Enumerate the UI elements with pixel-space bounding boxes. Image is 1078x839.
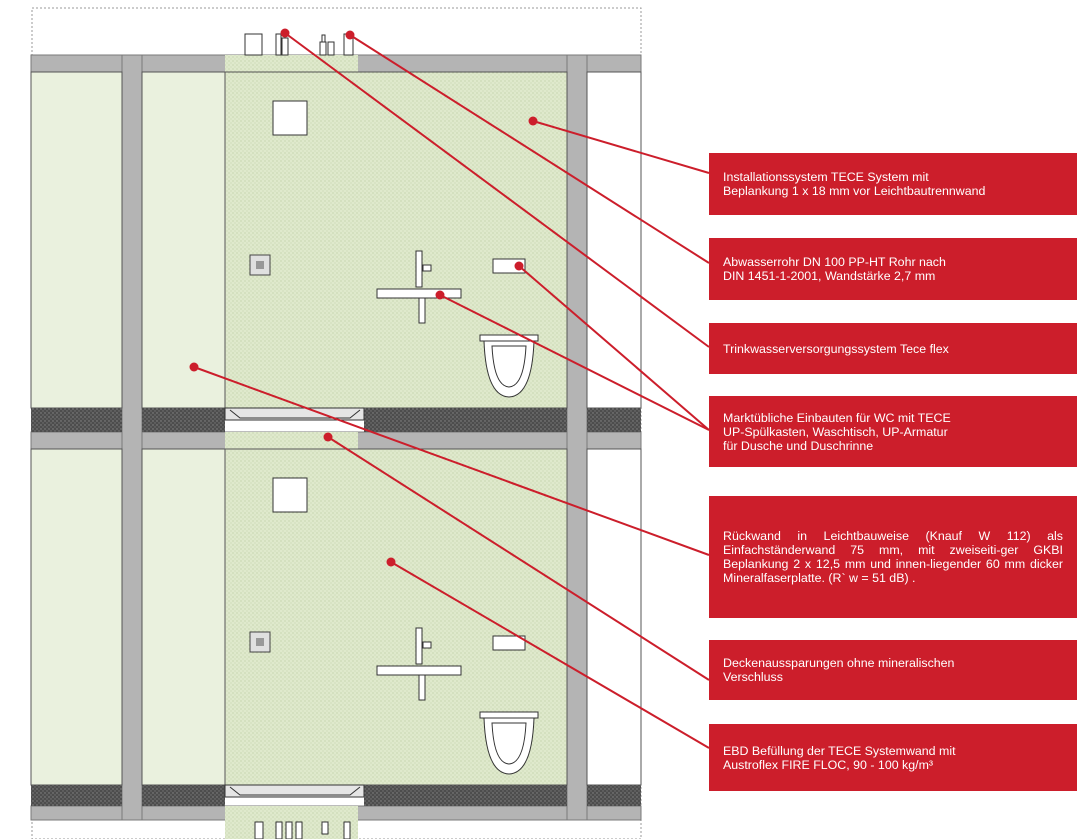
- washbasin: [376, 250, 462, 324]
- callout-text: EBD Befüllung der TECE Systemwand mit Au…: [723, 743, 956, 772]
- callout-text: Deckenaussparungen ohne mineralischen Ve…: [723, 656, 955, 684]
- callout-text: Installationssystem TECE System mit Bepl…: [723, 170, 986, 198]
- installation-wall: [225, 432, 358, 449]
- leader-lines: [193, 32, 710, 749]
- back-wall-panel: [30, 448, 123, 786]
- end-wall-panel: [586, 448, 642, 786]
- leader-line-dots: [189, 28, 538, 567]
- callout-ceiling-openings: Deckenaussparungen ohne mineralischen Ve…: [709, 640, 1077, 700]
- shower-mixer: [249, 254, 271, 276]
- callout-drinking-water: Trinkwasserversorgungssystem Tece flex: [709, 323, 1077, 374]
- flush-plate: [272, 100, 308, 136]
- callout-waste-pipe: Abwasserrohr DN 100 PP-HT Rohr nach DIN …: [709, 238, 1077, 300]
- washbasin: [376, 627, 462, 701]
- floor-screed: [142, 408, 225, 432]
- column-left: [121, 54, 143, 821]
- wall-hung-wc: [479, 334, 539, 398]
- callout-text: Trinkwasserversorgungssystem Tece flex: [723, 341, 949, 356]
- floor-screed: [31, 408, 122, 432]
- installation-wall: [225, 55, 358, 72]
- floor-screed: [142, 785, 225, 806]
- floor-screed: [364, 408, 567, 432]
- column-right: [566, 54, 588, 821]
- callout-installation-system: Installationssystem TECE System mit Bepl…: [709, 153, 1077, 215]
- back-wall-panel: [141, 448, 226, 786]
- back-wall-panel: [30, 71, 123, 409]
- callout-text: Marktübliche Einbauten für WC mit TECE U…: [723, 410, 951, 453]
- callout-back-wall: Rückwand in Leichtbauweise (Knauf W 112)…: [709, 496, 1077, 618]
- callout-text: Rückwand in Leichtbauweise (Knauf W 112)…: [723, 529, 1063, 585]
- flush-plate: [272, 477, 308, 513]
- mirror-cabinet: [492, 635, 526, 651]
- end-wall-panel: [586, 71, 642, 409]
- back-wall-panel: [141, 71, 226, 409]
- callout-text: Abwasserrohr DN 100 PP-HT Rohr nach DIN …: [723, 255, 946, 283]
- callout-fixtures: Marktübliche Einbauten für WC mit TECE U…: [709, 396, 1077, 467]
- floor-screed: [364, 785, 567, 806]
- shower-channel: [224, 407, 365, 421]
- floor-screed: [31, 785, 122, 806]
- pipe-stubs-bottom: [254, 821, 351, 839]
- pipe-stubs-top: [244, 33, 354, 56]
- callout-ebd-filling: EBD Befüllung der TECE Systemwand mit Au…: [709, 724, 1077, 791]
- shower-mixer: [249, 631, 271, 653]
- floor-screed: [587, 408, 641, 432]
- wall-hung-wc: [479, 711, 539, 775]
- floor-screed: [587, 785, 641, 806]
- shower-channel: [224, 784, 365, 798]
